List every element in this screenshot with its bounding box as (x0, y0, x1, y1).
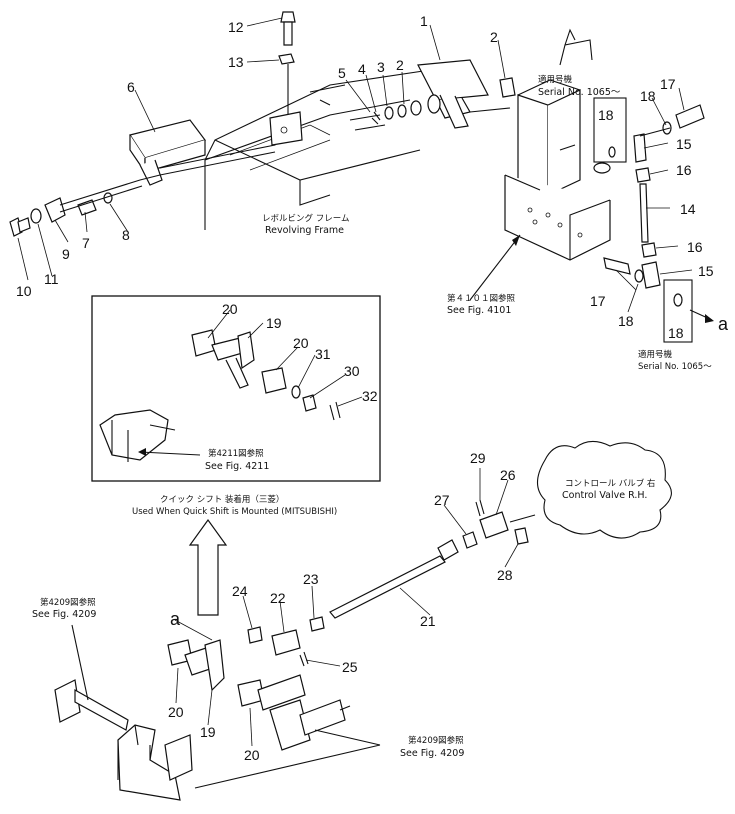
arrowhead (705, 314, 714, 323)
callout-a: a (170, 609, 181, 629)
callout-25: 25 (342, 659, 358, 675)
callout-1: 1 (420, 13, 428, 29)
callout-3: 3 (377, 59, 385, 75)
callout-17: 17 (660, 76, 676, 92)
fig4209a-label: See Fig. 4209 (32, 609, 96, 620)
callout-11: 11 (44, 271, 59, 287)
callout-7: 7 (82, 235, 90, 251)
callout-20: 20 (293, 335, 309, 351)
text-labels: 適用号機 Serial No. 1065～ 適用号機 Serial No. 10… (32, 74, 712, 759)
console-column (504, 28, 611, 261)
inset-parts (99, 329, 341, 462)
callout-28: 28 (497, 567, 513, 583)
callout-10: 10 (16, 283, 32, 299)
callout-20: 20 (168, 704, 184, 720)
callout-29: 29 (470, 450, 486, 466)
part-6-lever (129, 119, 291, 186)
callout-12: 12 (228, 19, 244, 35)
washers-top (371, 77, 516, 125)
callout-2: 2 (396, 57, 404, 73)
callout-30: 30 (344, 363, 360, 379)
callout-16: 16 (676, 162, 692, 178)
callout-22: 22 (270, 590, 286, 606)
callout-2: 2 (490, 29, 498, 45)
revolving-frame (204, 69, 431, 230)
leader-fig4211 (139, 451, 201, 456)
revolving-frame-label: Revolving Frame (265, 225, 344, 236)
callout-24: 24 (232, 583, 248, 599)
callout-32: 32 (362, 388, 378, 404)
callout-a: a (718, 314, 729, 334)
part-1-plate (417, 59, 511, 129)
fig4209a-jp: 第4209図参照 (40, 597, 96, 608)
callout-20: 20 (244, 747, 260, 763)
hollow-arrow (188, 518, 228, 616)
callout-23: 23 (303, 571, 319, 587)
quickshift-jp: クイック シフト 装着用（三菱） (160, 494, 284, 505)
leaders-fig4209 (194, 729, 381, 789)
bolt-12-assembly (269, 11, 303, 146)
fig4209b-label: See Fig. 4209 (400, 748, 464, 759)
fig4211-jp: 第4211図参照 (208, 448, 264, 459)
arrowhead (512, 235, 520, 246)
callout-5: 5 (338, 65, 346, 81)
callout-8: 8 (122, 227, 130, 243)
left-linkage (9, 174, 161, 237)
fig4209b-jp: 第4209図参照 (408, 735, 464, 746)
serial-top-jp: 適用号機 (538, 74, 573, 85)
control-valve-cloud (536, 440, 672, 539)
callout-leaders (17, 17, 693, 747)
callout-18: 18 (618, 313, 634, 329)
right-rod (603, 104, 705, 289)
rod-21 (247, 499, 536, 667)
control-valve-jp: コントロール バルブ 右 (565, 478, 655, 489)
control-valve-label: Control Valve R.H. (562, 490, 647, 501)
callout-26: 26 (500, 467, 516, 483)
serial-bottom: Serial No. 1065～ (638, 362, 712, 372)
left-lever-4209 (54, 624, 129, 731)
callout-19: 19 (200, 724, 216, 740)
callout-14: 14 (680, 201, 696, 217)
callout-9: 9 (62, 246, 70, 262)
callout-17: 17 (590, 293, 606, 309)
callout-numbers: 1 2 2 3 4 5 6 7 8 9 10 11 12 13 14 15 15… (16, 13, 729, 763)
fig4101-jp: 第４１０１図参照 (447, 293, 516, 304)
revolving-jp: レボルビング フレーム (262, 213, 349, 224)
inset-box (91, 295, 381, 482)
callout-18: 18 (640, 88, 656, 104)
serial-bottom-jp: 適用号機 (638, 349, 673, 360)
callout-4: 4 (358, 61, 366, 77)
callout-31: 31 (315, 346, 331, 362)
callout-18: 18 (668, 325, 684, 341)
fig4101-label: See Fig. 4101 (447, 305, 511, 316)
callout-21: 21 (420, 613, 436, 629)
fig4211-label: See Fig. 4211 (205, 461, 269, 472)
callout-19: 19 (266, 315, 282, 331)
callout-15: 15 (676, 136, 692, 152)
arrowhead (138, 448, 146, 456)
leader-fig4101 (469, 234, 521, 301)
callout-18: 18 (598, 107, 614, 123)
callout-6: 6 (127, 79, 135, 95)
callout-20: 20 (222, 301, 238, 317)
quickshift-label: Used When Quick Shift is Mounted (MITSUB… (132, 507, 337, 517)
callout-27: 27 (434, 492, 450, 508)
callout-15: 15 (698, 263, 714, 279)
bottom-linkage (117, 639, 351, 801)
callout-13: 13 (228, 54, 244, 70)
serial-top: Serial No. 1065～ (538, 87, 621, 98)
callout-16: 16 (687, 239, 703, 255)
